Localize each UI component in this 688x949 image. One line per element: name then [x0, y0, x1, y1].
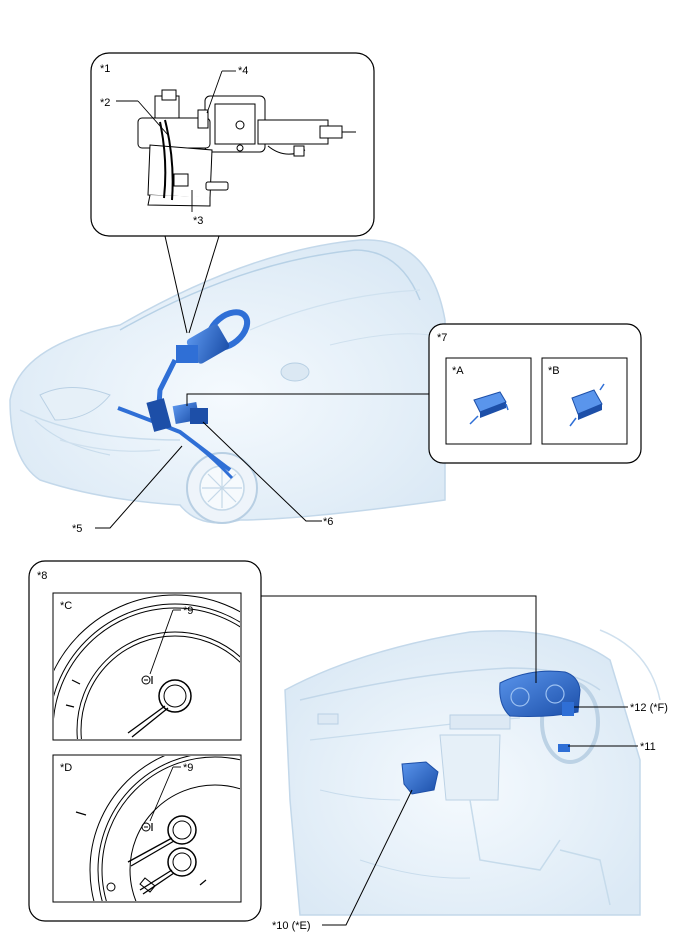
callout-label-d: *D — [60, 762, 72, 774]
callout-label-7: *7 — [437, 332, 447, 344]
callout-7-ecu-variants — [186, 323, 642, 464]
callout-label-a: *A — [452, 365, 464, 377]
callout-label-5: *5 — [72, 523, 82, 535]
ecu-variant-b — [569, 383, 605, 427]
combination-meter-component — [499, 670, 581, 717]
vehicle-interior-illustration — [284, 629, 661, 916]
leader-lines-10-11-12 — [261, 595, 638, 926]
callout-label-9-c: *9 — [183, 605, 193, 617]
meter-variant-d — [52, 754, 242, 903]
meter-variant-c — [52, 592, 242, 741]
power-steering-ecu-component — [172, 402, 208, 424]
callout-1-steering-column — [90, 52, 375, 334]
callout-label-12: *12 (*F) — [630, 702, 668, 714]
warning-indicator-icon — [141, 822, 153, 832]
callout-label-b: *B — [548, 365, 560, 377]
callout-label-2: *2 — [100, 97, 110, 109]
callout-label-c: *C — [60, 600, 72, 612]
callout-label-9-d: *9 — [183, 762, 193, 774]
callout-label-3: *3 — [193, 215, 203, 227]
ecu-component-10 — [401, 761, 439, 795]
callout-label-11: *11 — [640, 741, 656, 753]
warning-indicator-icon — [141, 675, 153, 685]
callout-label-4: *4 — [238, 65, 248, 77]
callout-8-meter-details — [28, 560, 262, 922]
switch-component-12 — [562, 702, 574, 716]
leader-lines-5-6 — [95, 421, 322, 529]
vehicle-front-illustration — [9, 239, 446, 524]
sensor-component-11 — [558, 744, 570, 752]
callout-label-10: *10 (*E) — [272, 920, 311, 932]
callout-label-8: *8 — [37, 570, 47, 582]
steering-system-component — [117, 309, 251, 480]
ecu-variant-a — [469, 391, 509, 425]
callout-label-1: *1 — [100, 63, 110, 75]
callout-label-6: *6 — [323, 516, 333, 528]
